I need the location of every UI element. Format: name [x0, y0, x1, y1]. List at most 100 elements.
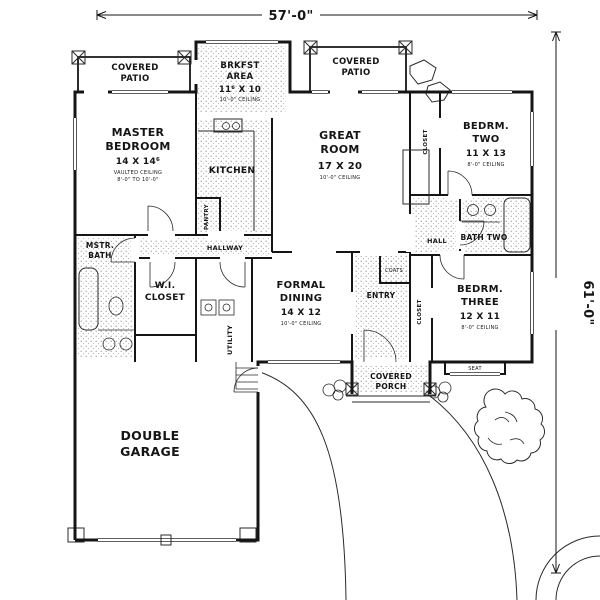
room-label-master-bath: MSTR. BATH: [86, 241, 114, 260]
label: GREAT: [319, 129, 361, 142]
garage-door: [98, 534, 236, 546]
label: BEDRM.: [463, 121, 509, 132]
door-arc: [219, 261, 246, 288]
label: DINING: [280, 293, 323, 304]
room-label-hall: HALL: [427, 237, 447, 245]
label: GARAGE: [120, 444, 180, 459]
window: [450, 371, 500, 377]
room-label-closet-bedroom-two: CLOSET: [423, 129, 429, 154]
tile-floor-coats: [380, 256, 408, 283]
label: TWO: [472, 134, 499, 145]
kitchen-sink: [222, 122, 230, 130]
bathtub-master: [78, 267, 99, 331]
label: COATS: [385, 268, 403, 274]
label: COVERED: [370, 372, 412, 381]
label: CLOSET: [145, 293, 186, 303]
room-label-formal-dining: FORMAL DINING 14 X 12 10'-0" CEILING: [277, 280, 326, 327]
label: CLOSET: [423, 129, 429, 154]
arrow-right-icon: [527, 11, 538, 19]
label: 10'-0" CEILING: [220, 97, 261, 103]
label: 14 X 12: [281, 308, 321, 318]
dimension-right: 61'-0": [551, 31, 595, 574]
arrow-up-icon: [552, 31, 560, 42]
door-arc: [110, 237, 136, 263]
label: COVERED: [111, 63, 158, 73]
label: 10'-0" CEILING: [320, 175, 361, 181]
room-label-double-garage: DOUBLE GARAGE: [120, 428, 180, 459]
window: [529, 272, 535, 334]
label: 12 X 11: [460, 312, 500, 322]
fixtures: [78, 118, 531, 390]
window: [268, 359, 340, 365]
label: 11⁶ X 10: [219, 85, 261, 95]
door-arc: [447, 170, 473, 196]
dimension-top: 57'-0": [96, 9, 538, 24]
label: HALL: [427, 237, 447, 245]
sink-bath-two: [484, 204, 496, 216]
room-label-covered-porch: COVERED PORCH: [370, 372, 412, 391]
driveway: [259, 371, 600, 600]
label: ROOM: [320, 143, 359, 156]
label: DOUBLE: [121, 428, 180, 443]
label: UTILITY: [226, 325, 234, 355]
label: CLOSET: [417, 299, 423, 324]
label: HALLWAY: [207, 244, 243, 252]
label: BEDROOM: [105, 140, 170, 153]
window: [452, 89, 512, 95]
room-label-wi-closet: W.I. CLOSET: [145, 281, 186, 303]
label: 8'-0" CEILING: [467, 162, 504, 168]
tile-floors: [77, 46, 530, 392]
room-label-brkfst-area: BRKFST AREA 11⁶ X 10 10'-0" CEILING: [219, 61, 261, 103]
room-label-coats: COATS: [385, 268, 403, 274]
label: PANTRY: [204, 203, 210, 230]
kitchen-range: [213, 118, 243, 133]
label: THREE: [461, 297, 499, 308]
room-label-bedroom-two: BEDRM. TWO 11 X 13 8'-0" CEILING: [463, 121, 509, 168]
room-label-entry: ENTRY: [367, 291, 396, 300]
washer-dryer: [200, 299, 235, 316]
fireplace: [402, 149, 430, 205]
room-label-hallway: HALLWAY: [207, 244, 243, 252]
label: BATH: [88, 251, 112, 260]
label: 8'-0" TO 10'-0": [117, 177, 159, 183]
room-label-covered-patio-top: COVERED PATIO: [332, 57, 379, 78]
dimension-width-label: 57'-0": [268, 9, 313, 24]
tile-floor-master-bath: [77, 237, 133, 358]
label: 11 X 13: [466, 149, 506, 159]
tile-floor-brkfst: [198, 46, 286, 112]
dimension-height-label: 61'-0": [580, 280, 595, 325]
room-label-seat: SEAT: [468, 366, 482, 372]
window: [312, 89, 328, 95]
label: SEAT: [468, 366, 482, 372]
sink-master: [119, 337, 133, 351]
label: BEDRM.: [457, 284, 503, 295]
patio-top-outline: [309, 46, 407, 92]
label: 14 X 14⁶: [116, 157, 161, 167]
driveway-curb-left: [259, 371, 347, 600]
garage-steps: [235, 362, 258, 390]
label: PATIO: [120, 74, 149, 84]
room-label-pantry: PANTRY: [204, 203, 210, 230]
label: FORMAL: [277, 280, 326, 291]
label: 10'-0" CEILING: [281, 321, 322, 327]
outdoor-structures: [67, 40, 600, 600]
label: 8'-0" CEILING: [461, 325, 498, 331]
arrow-left-icon: [96, 11, 107, 19]
pillar: [71, 40, 437, 396]
label: BRKFST: [220, 61, 259, 71]
label: PORCH: [376, 382, 407, 391]
shrub-icon: [322, 379, 452, 403]
label: VAULTED CEILING: [114, 170, 162, 176]
room-label-bedroom-three: BEDRM. THREE 12 X 11 8'-0" CEILING: [457, 284, 503, 331]
room-label-bath-two: BATH TWO: [460, 233, 507, 242]
tile-floor-hall: [412, 197, 458, 253]
wall-segment: [75, 360, 354, 542]
label: PATIO: [341, 68, 370, 78]
room-label-closet-bedroom-three: CLOSET: [417, 299, 423, 324]
window: [529, 112, 535, 166]
driveway-curb-right: [429, 395, 518, 600]
label: W.I.: [155, 281, 176, 291]
door-arc: [459, 220, 485, 246]
